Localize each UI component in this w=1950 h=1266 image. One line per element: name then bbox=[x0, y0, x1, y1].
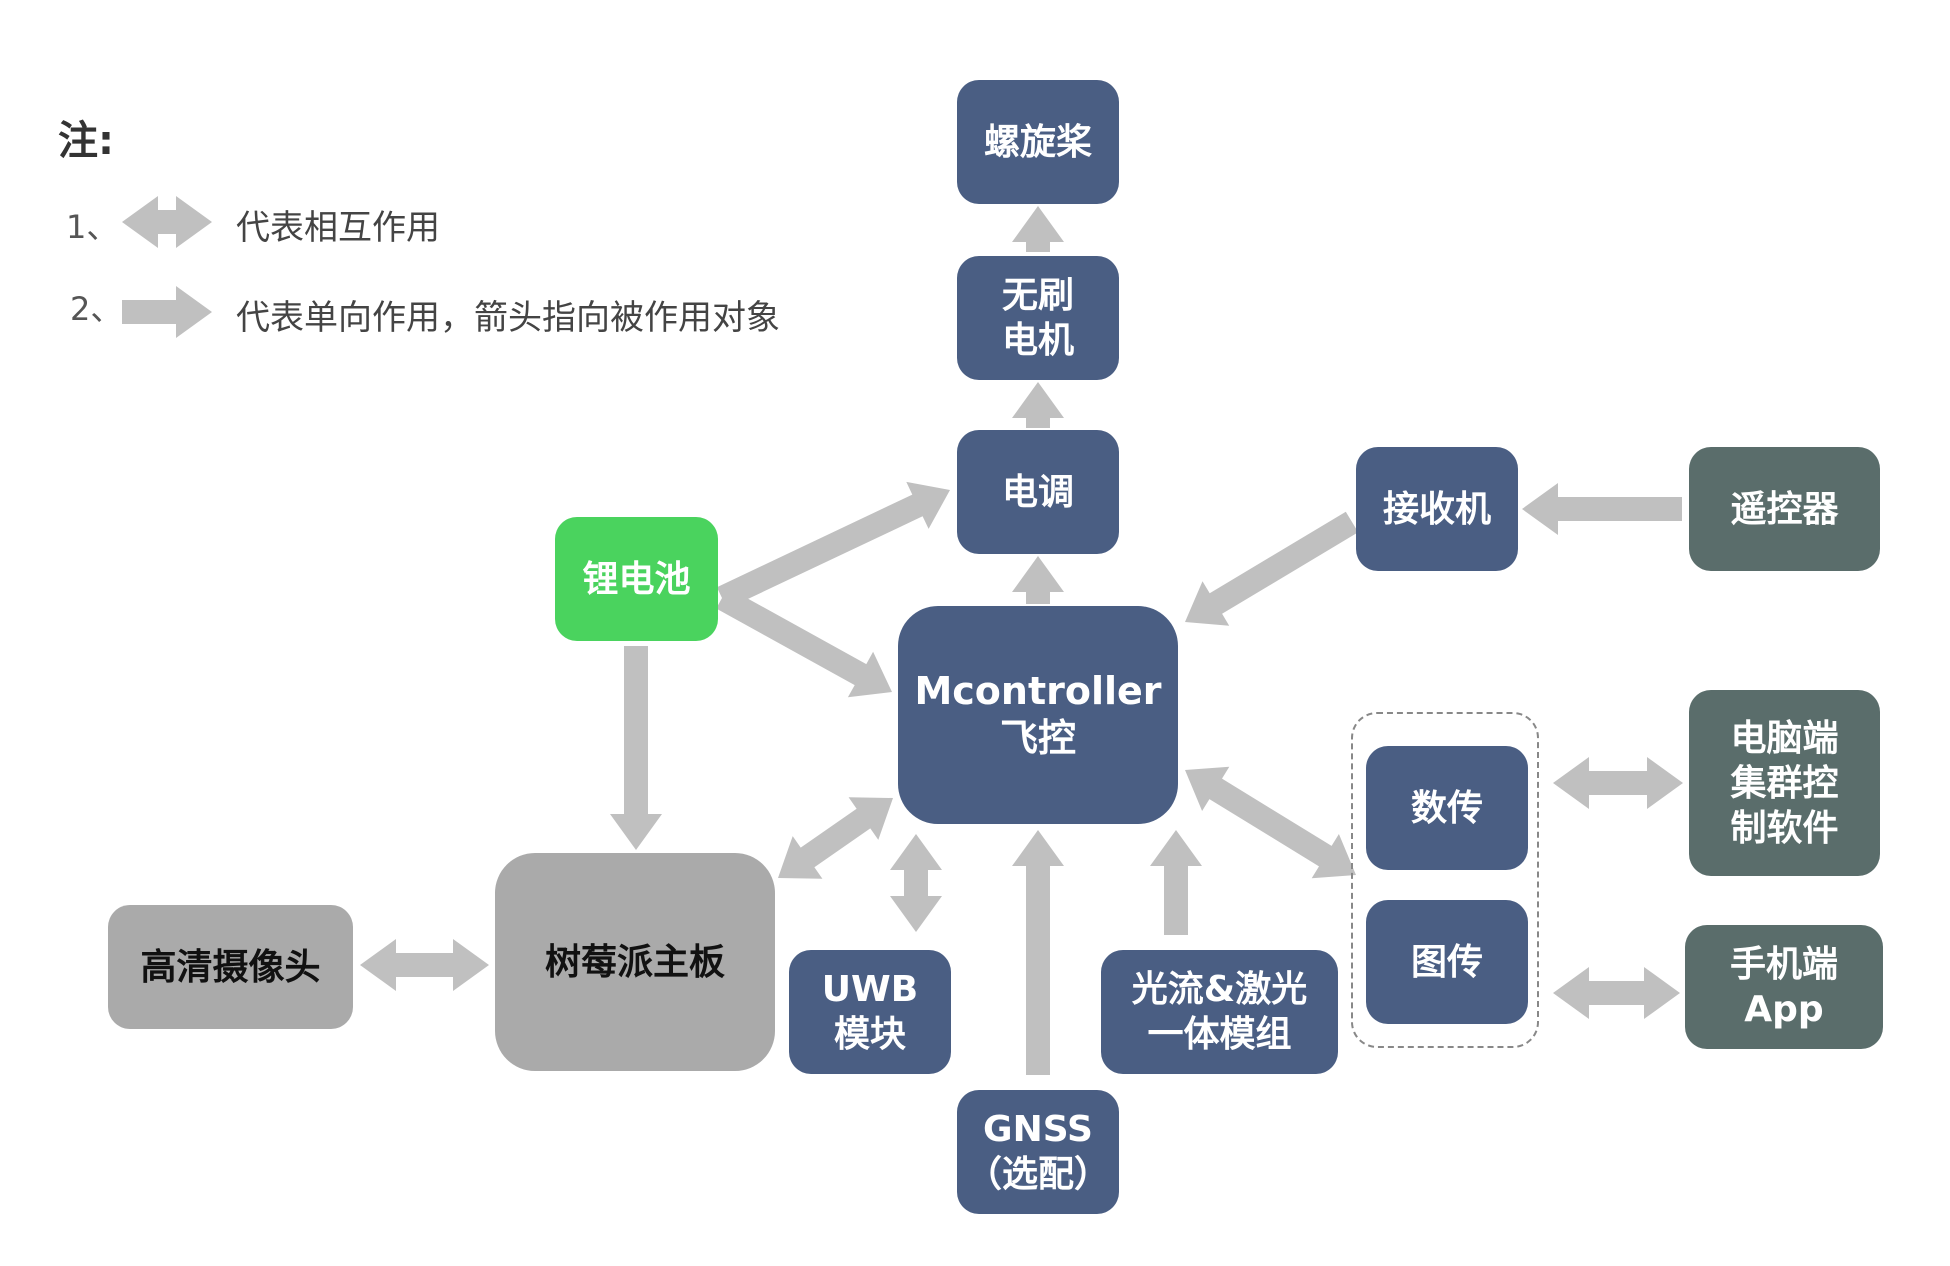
legend-item1-number: 1、 bbox=[66, 208, 119, 246]
arrow-videolink-app-bidirectional bbox=[1553, 967, 1680, 1019]
node-raspberry-pi-board: 树莓派主板 bbox=[495, 853, 775, 1071]
arrow-battery-to-raspberry bbox=[610, 646, 662, 850]
arrow-receiver-to-controller bbox=[1185, 511, 1359, 626]
link-module-group bbox=[1351, 712, 1539, 1048]
legend-title: 注: bbox=[58, 118, 114, 164]
arrow-controller-to-esc bbox=[1012, 556, 1064, 604]
node-video-link: 图传 bbox=[1366, 900, 1528, 1024]
node-pc-swarm-software: 电脑端 集群控 制软件 bbox=[1689, 690, 1880, 876]
node-esc: 电调 bbox=[957, 430, 1119, 554]
arrow-opticalflow-to-controller bbox=[1150, 830, 1202, 935]
arrow-raspberry-controller-bidirectional bbox=[778, 797, 893, 879]
arrow-battery-to-esc bbox=[716, 481, 950, 609]
node-mobile-app: 手机端 App bbox=[1685, 925, 1883, 1049]
node-data-link: 数传 bbox=[1366, 746, 1528, 870]
node-lithium-battery: 锂电池 bbox=[555, 517, 718, 641]
node-uwb-module: UWB 模块 bbox=[789, 950, 951, 1074]
node-receiver: 接收机 bbox=[1356, 447, 1518, 571]
node-propeller: 螺旋桨 bbox=[957, 80, 1119, 204]
legend-item1-text: 代表相互作用 bbox=[236, 208, 440, 248]
node-brushless-motor: 无刷 电机 bbox=[957, 256, 1119, 380]
arrow-battery-to-controller bbox=[716, 587, 892, 698]
node-hd-camera: 高清摄像头 bbox=[108, 905, 353, 1029]
legend-item2-text: 代表单向作用，箭头指向被作用对象 bbox=[236, 298, 780, 338]
arrow-datalink-pc-bidirectional bbox=[1553, 757, 1683, 809]
node-flight-controller: Mcontroller 飞控 bbox=[898, 606, 1178, 824]
arrow-uwb-controller-bidirectional bbox=[890, 834, 942, 932]
node-remote-controller: 遥控器 bbox=[1689, 447, 1880, 571]
arrow-camera-raspberry-bidirectional bbox=[360, 939, 489, 991]
node-gnss: GNSS （选配） bbox=[957, 1090, 1119, 1214]
legend-item2-number: 2、 bbox=[70, 290, 123, 328]
legend-unidirectional-arrow-icon bbox=[122, 286, 212, 338]
legend-bidirectional-arrow-icon bbox=[122, 196, 212, 248]
arrow-controller-datalink-bidirectional bbox=[1185, 766, 1356, 879]
arrow-remote-to-receiver bbox=[1522, 483, 1682, 535]
node-optical-flow-laser-module: 光流&激光 一体模组 bbox=[1101, 950, 1338, 1074]
arrow-esc-to-propeller-chain-motor-propeller bbox=[1012, 206, 1064, 252]
arrow-esc-to-motor bbox=[1012, 382, 1064, 428]
arrow-gnss-to-controller bbox=[1012, 830, 1064, 1075]
